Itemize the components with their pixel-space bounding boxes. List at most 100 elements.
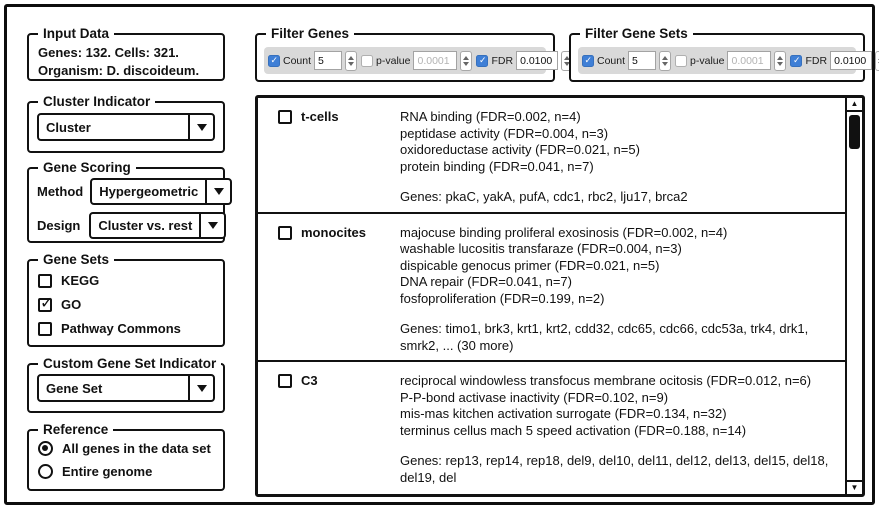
term-line: washable lucositis transfaraze (FDR=0.00… [400, 241, 682, 256]
p-value-checkbox[interactable] [675, 54, 688, 67]
fdr-checkbox[interactable] [790, 54, 803, 67]
filter-gene-sets-title: Filter Gene Sets [580, 25, 693, 42]
count-label: Count [283, 54, 312, 67]
input-data-box: Input Data Genes: 132. Cells: 321. Organ… [27, 25, 225, 81]
term-list: reciprocal windowless transfocus membran… [400, 373, 839, 439]
count-stepper[interactable] [345, 50, 358, 71]
chevron-down-icon [196, 384, 207, 392]
term-line: terminus cellus mach 5 speed activation … [400, 422, 747, 438]
p-value-stepper[interactable] [460, 50, 473, 71]
term-line: DNA repair (FDR=0.041, n=7) [400, 274, 572, 289]
filter-genes-toolbar: Count p-value FDR [264, 47, 574, 74]
custom-gene-set-value: Gene Set [46, 380, 103, 396]
stepper-down-icon [463, 61, 470, 66]
term-line: P-P-bond activase inactivity (FDR=0.102,… [400, 389, 669, 405]
combo-dropdown-button[interactable] [199, 214, 224, 237]
count-input[interactable] [628, 51, 657, 70]
term-line: reciprocal windowless transfocus membran… [400, 373, 812, 388]
p-value-input[interactable] [727, 51, 772, 70]
design-label: Design [37, 218, 81, 233]
combo-dropdown-button[interactable] [188, 376, 213, 400]
count-label: Count [597, 54, 626, 67]
kegg-checkbox[interactable] [38, 273, 52, 288]
p-value-stepper[interactable] [774, 50, 787, 71]
result-row-monocites: monocites majocuse binding proliferal ex… [258, 214, 845, 362]
stepper-up-icon [463, 55, 470, 60]
chevron-down-icon [196, 123, 207, 131]
stepper-up-icon [564, 55, 571, 60]
count-stepper[interactable] [659, 50, 672, 71]
design-select[interactable]: Cluster vs. rest [89, 212, 227, 239]
input-data-genes-cells: Genes: 132. Cells: 321. [38, 45, 179, 60]
c3-checkbox[interactable] [278, 374, 292, 388]
method-select[interactable]: Hypergeometric [90, 178, 233, 205]
result-row-c3: C3 reciprocal windowless transfocus memb… [258, 362, 845, 492]
method-value: Hypergeometric [99, 184, 199, 199]
gene-sets-box: Gene Sets KEGG GO Pathway Commons [27, 251, 225, 347]
p-value-checkbox[interactable] [361, 54, 374, 67]
fdr-input[interactable] [830, 51, 873, 70]
cluster-indicator-title: Cluster Indicator [38, 93, 156, 110]
combo-dropdown-button[interactable] [188, 115, 213, 139]
term-line: dispicable genocus primer (FDR=0.021, n=… [400, 257, 660, 273]
gene-scoring-title: Gene Scoring [38, 159, 136, 176]
p-value-label: p-value [690, 54, 725, 67]
custom-gene-set-indicator-box: Custom Gene Set Indicator Gene Set [27, 355, 225, 413]
reference-title: Reference [38, 421, 114, 438]
count-checkbox[interactable] [582, 54, 594, 67]
fdr-checkbox[interactable] [476, 54, 489, 67]
reference-box: Reference All genes in the data set Enti… [27, 421, 225, 491]
results-panel: t-cells RNA binding (FDR=0.002, n=4) pep… [255, 95, 865, 497]
scroll-up-icon: ▲ [850, 99, 859, 108]
count-checkbox[interactable] [268, 54, 280, 67]
stepper-up-icon [777, 55, 784, 60]
all-genes-radio[interactable] [38, 441, 53, 456]
results-list: t-cells RNA binding (FDR=0.002, n=4) pep… [258, 98, 845, 494]
term-list: majocuse binding proliferal exosinosis (… [400, 225, 839, 308]
p-value-label: p-value [376, 54, 411, 67]
stepper-up-icon [662, 55, 669, 60]
fdr-input[interactable] [516, 51, 559, 70]
cluster-name: monocites [301, 224, 367, 240]
go-checkbox[interactable] [38, 293, 53, 313]
filter-genes-box: Filter Genes Count p-value FDR [255, 25, 574, 82]
method-label: Method [37, 184, 84, 199]
term-line: RNA binding (FDR=0.002, n=4) [400, 109, 581, 124]
scroll-up-button[interactable]: ▲ [847, 98, 862, 112]
t-cells-checkbox[interactable] [278, 110, 292, 124]
chevron-down-icon [213, 188, 224, 195]
entire-genome-label: Entire genome [62, 464, 153, 479]
genes-line: Genes: rep13, rep14, rep18, del9, del10,… [400, 453, 829, 485]
count-input[interactable] [314, 51, 343, 70]
scroll-down-button[interactable]: ▼ [847, 480, 862, 494]
entire-genome-radio[interactable] [38, 464, 53, 479]
combo-dropdown-button[interactable] [205, 180, 230, 203]
custom-gene-set-indicator-title: Custom Gene Set Indicator [38, 355, 222, 372]
vertical-scrollbar[interactable]: ▲ ▼ [845, 98, 862, 494]
gene-sets-title: Gene Sets [38, 251, 115, 268]
pathway-commons-label: Pathway Commons [61, 321, 181, 336]
stepper-down-icon [662, 61, 669, 66]
stepper-down-icon [348, 61, 355, 66]
mockup-frame: Input Data Genes: 132. Cells: 321. Organ… [4, 4, 879, 505]
stepper-down-icon [564, 61, 571, 66]
monocites-checkbox[interactable] [278, 225, 292, 240]
pathway-commons-checkbox[interactable] [38, 321, 52, 336]
fdr-stepper[interactable] [875, 50, 879, 71]
scroll-down-icon: ▼ [850, 483, 859, 492]
term-line: protein binding (FDR=0.041, n=7) [400, 158, 594, 174]
p-value-input[interactable] [413, 51, 458, 70]
chevron-down-icon [207, 222, 218, 229]
input-data-title: Input Data [38, 25, 114, 42]
fdr-label: FDR [491, 54, 514, 67]
scrollbar-thumb[interactable] [849, 115, 860, 149]
cluster-indicator-select[interactable]: Cluster [37, 113, 215, 141]
cluster-indicator-box: Cluster Indicator Cluster [27, 93, 225, 153]
filter-genes-title: Filter Genes [266, 25, 355, 42]
term-line: mis-mas kitchen activation surrogate (FD… [400, 406, 727, 421]
term-line: oxidoreductase activity (FDR=0.021, n=5) [400, 142, 640, 157]
custom-gene-set-select[interactable]: Gene Set [37, 374, 215, 402]
term-line: fosfoproliferation (FDR=0.199, n=2) [400, 290, 605, 306]
term-line: majocuse binding proliferal exosinosis (… [400, 224, 728, 240]
term-list: RNA binding (FDR=0.002, n=4) peptidase a… [400, 109, 839, 175]
